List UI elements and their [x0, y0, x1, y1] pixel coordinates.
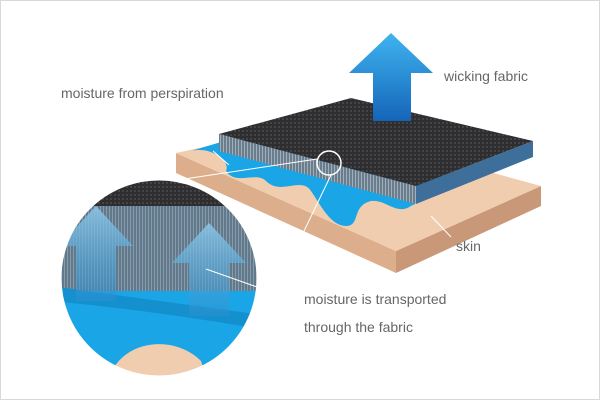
label-skin: skin	[456, 238, 481, 254]
label-moisture-from-perspiration: moisture from perspiration	[61, 85, 224, 101]
magnified-up-arrow-icon	[172, 223, 246, 316]
up-arrow-icon	[349, 33, 433, 121]
wicking-fabric	[219, 98, 533, 204]
label-transport-line1: moisture is transported	[304, 291, 447, 307]
magnified-view	[60, 179, 258, 377]
magnified-up-arrow-icon	[60, 206, 133, 301]
label-wicking-fabric: wicking fabric	[444, 68, 529, 84]
zoom-indicator	[316, 150, 342, 176]
label-transport-line2: through the fabric	[304, 319, 413, 335]
